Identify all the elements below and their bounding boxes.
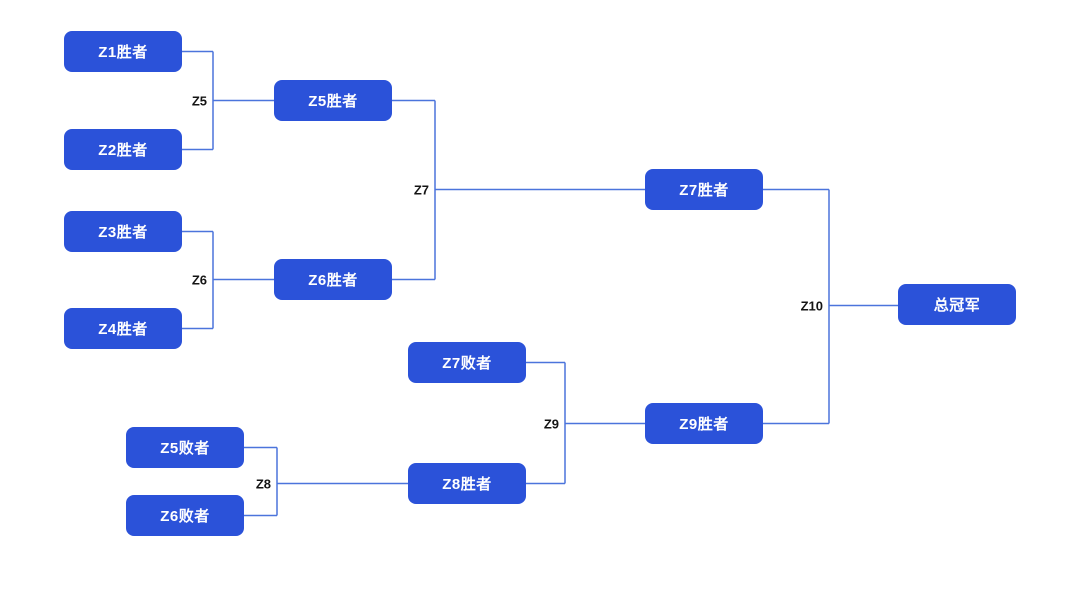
match-z8-connector (244, 446, 408, 517)
match-z7-connector (392, 99, 645, 281)
match-label-z8: Z8 (255, 476, 271, 491)
node-z7-loser: Z7败者 (408, 342, 526, 383)
node-z2-winner: Z2胜者 (64, 129, 182, 170)
node-z5-winner: Z5胜者 (274, 80, 392, 121)
match-z5-connector (182, 50, 274, 151)
match-label-z10: Z10 (800, 298, 823, 313)
match-z9-connector (526, 361, 645, 485)
node-z5-loser: Z5败者 (126, 427, 244, 468)
node-z6-winner: Z6胜者 (274, 259, 392, 300)
node-z9-winner: Z9胜者 (645, 403, 763, 444)
node-z6-loser: Z6败者 (126, 495, 244, 536)
match-label-z9: Z9 (543, 416, 559, 431)
node-champion: 总冠军 (898, 284, 1016, 325)
node-z4-winner: Z4胜者 (64, 308, 182, 349)
node-z1-winner: Z1胜者 (64, 31, 182, 72)
match-label-z5: Z5 (191, 93, 207, 108)
node-z3-winner: Z3胜者 (64, 211, 182, 252)
match-label-z7: Z7 (413, 182, 429, 197)
match-z6-connector (182, 230, 274, 330)
node-z7-winner: Z7胜者 (645, 169, 763, 210)
match-label-z6: Z6 (191, 272, 207, 287)
node-z8-winner: Z8胜者 (408, 463, 526, 504)
match-z10-connector (763, 188, 898, 425)
